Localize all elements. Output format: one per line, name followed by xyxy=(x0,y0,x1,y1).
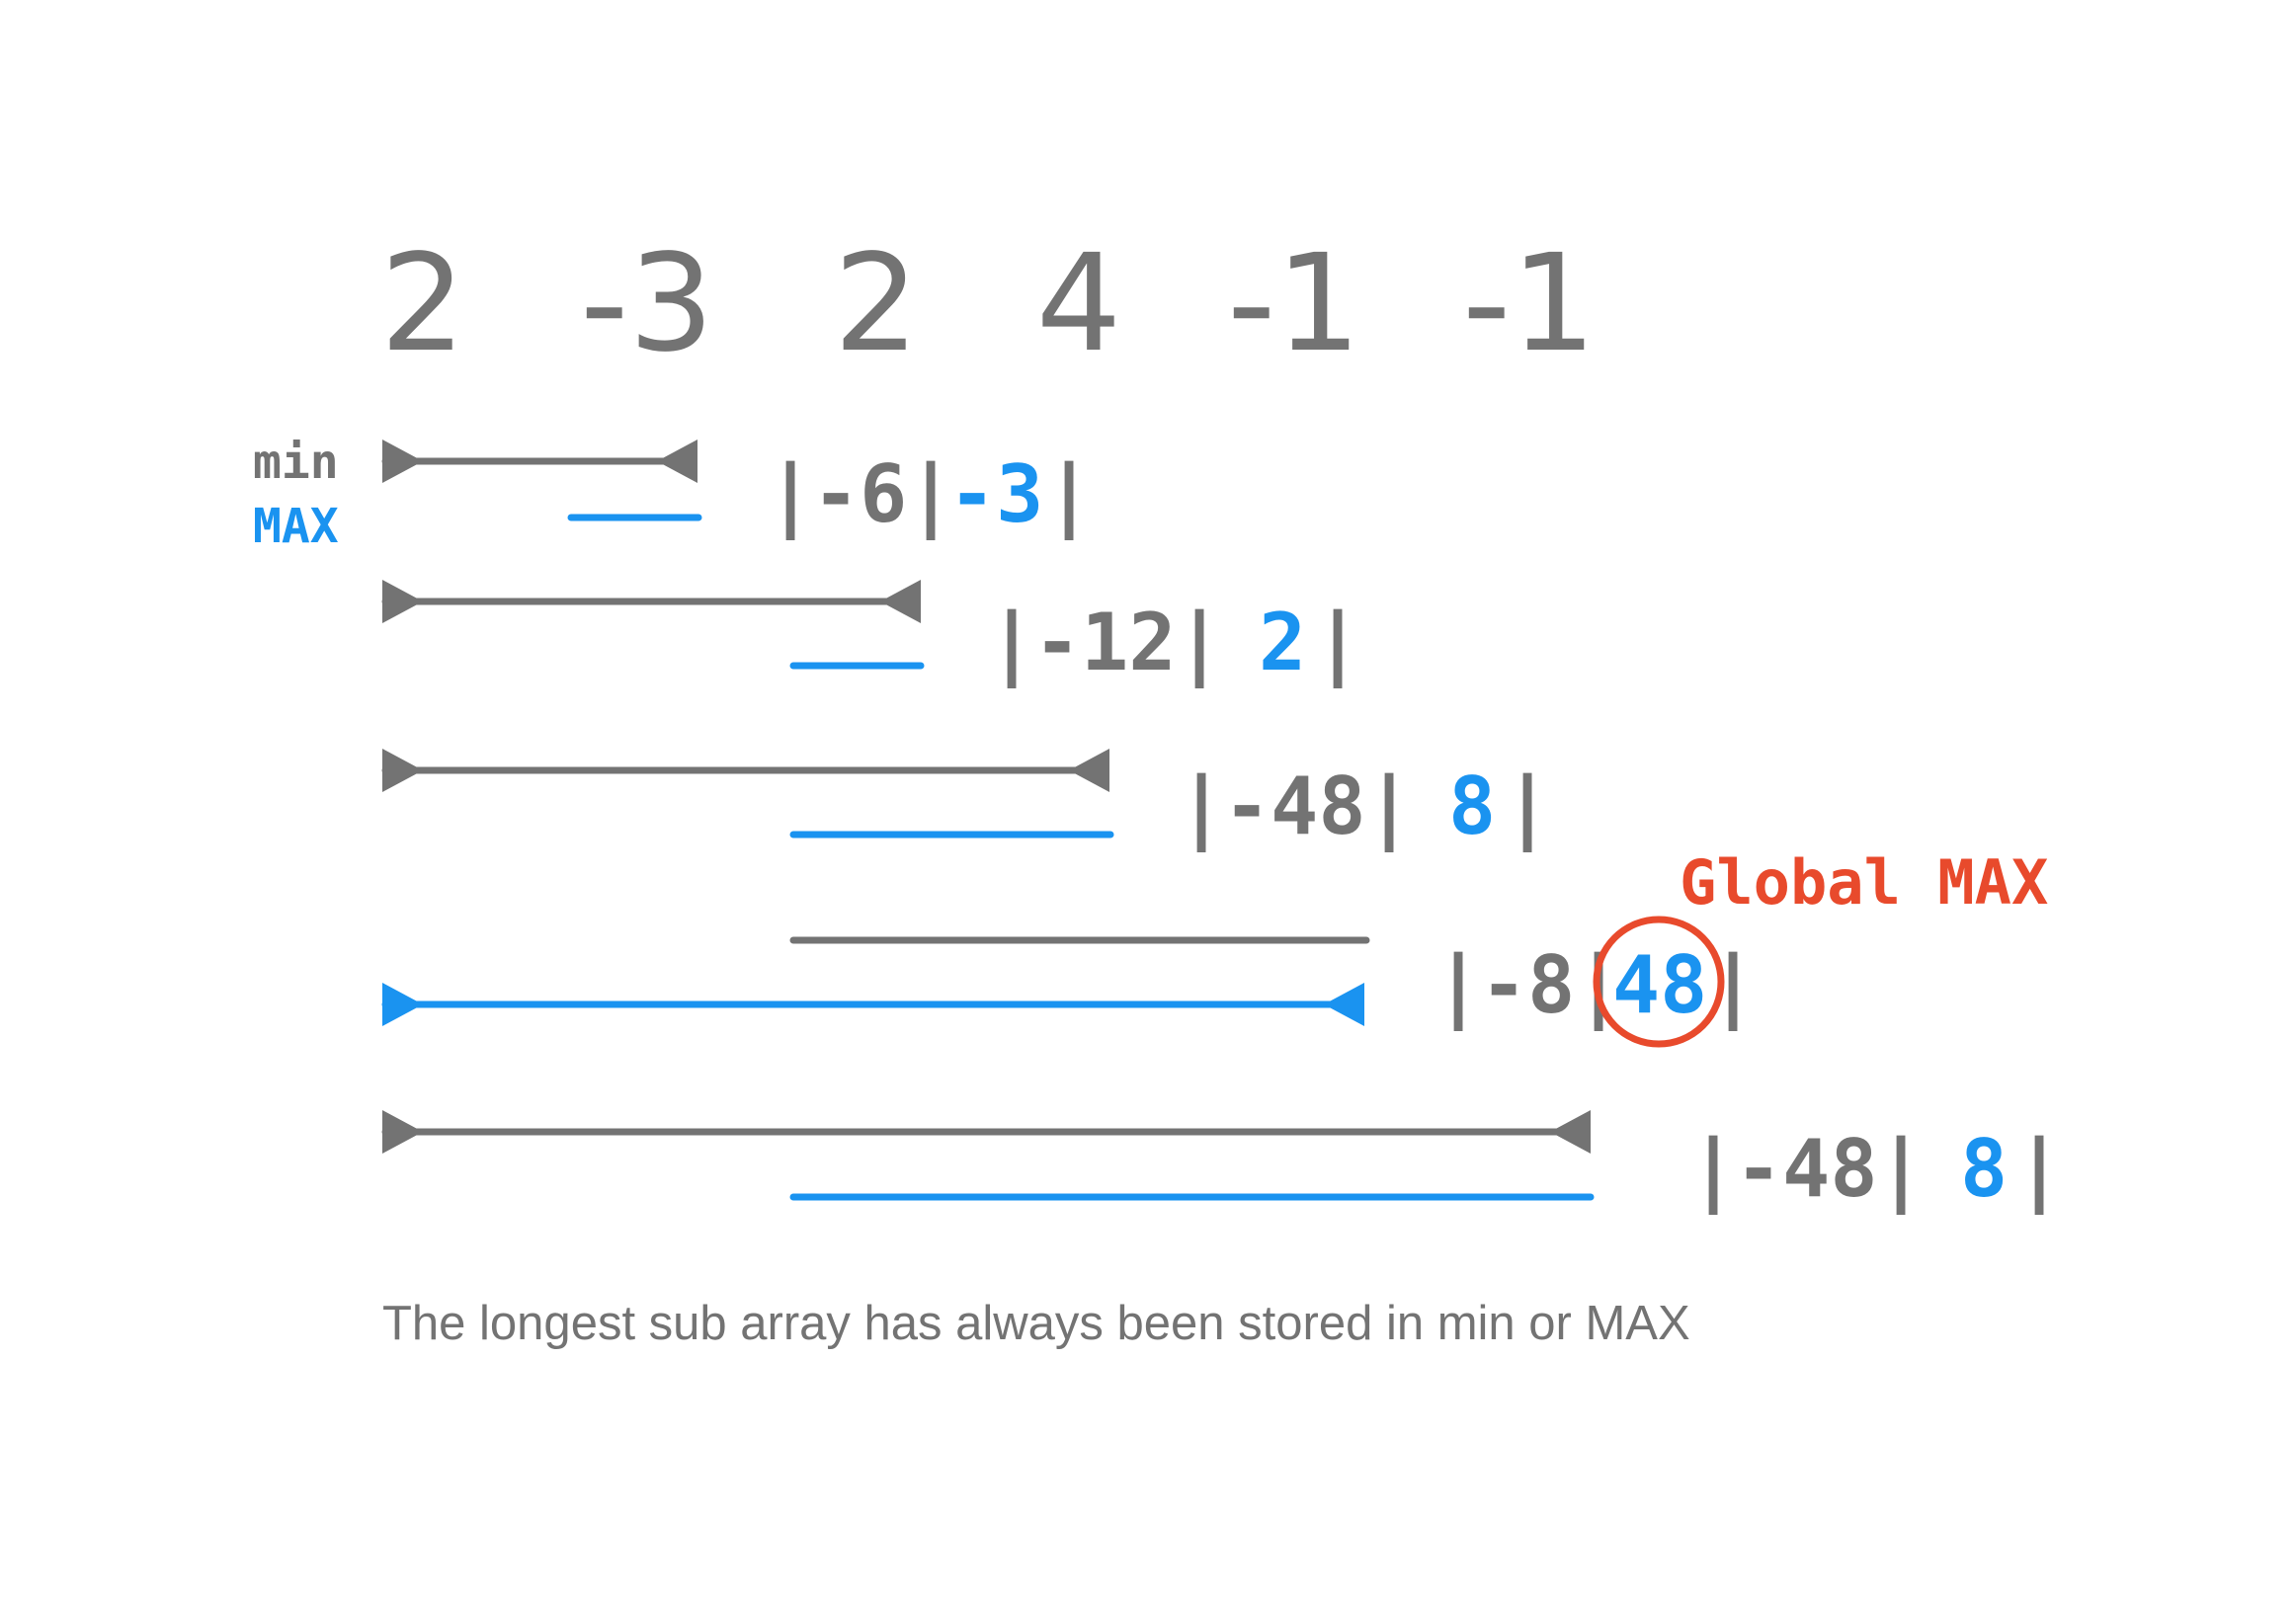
range-start-marker xyxy=(382,580,423,623)
global-max-label: Global MAX xyxy=(1680,846,2048,919)
min-bar-right: | xyxy=(1877,1123,1925,1216)
row-2-min-value: -12 xyxy=(1033,597,1177,688)
array-item-2: 2 xyxy=(834,226,920,382)
range-start-marker xyxy=(382,440,423,483)
row-2: | -12 | 2 | xyxy=(381,580,1361,689)
legend: min MAX xyxy=(253,435,339,554)
min-bar-right: | xyxy=(1176,597,1223,689)
global-max-highlight-circle xyxy=(1593,916,1725,1048)
min-bar-right: | xyxy=(907,448,954,541)
row-1-max-value: -3 xyxy=(948,448,1043,540)
min-bar-right: | xyxy=(1365,760,1413,853)
row-5-max-value: 8 xyxy=(1960,1123,2008,1215)
array-item-0: 2 xyxy=(380,226,466,382)
array-item-5: -1 xyxy=(1462,226,1597,382)
min-bar-left: | xyxy=(988,597,1035,689)
min-bar-left: | xyxy=(1689,1123,1737,1216)
range-start-marker xyxy=(382,983,423,1026)
array-item-3: 4 xyxy=(1036,226,1122,382)
row-3-max-value: 8 xyxy=(1448,760,1496,852)
row-4-max-value: 48 xyxy=(1612,939,1707,1031)
range-start-marker xyxy=(382,1110,423,1154)
max-bar-right: | xyxy=(2015,1123,2063,1216)
range-end-marker xyxy=(1550,1110,1591,1154)
input-array: 2 -3 2 4 -1 -1 xyxy=(380,226,1597,382)
caption: The longest sub array has always been st… xyxy=(382,1297,1690,1350)
range-end-marker xyxy=(1069,749,1109,792)
row-1: | -6 | -3 | xyxy=(381,440,1093,541)
row-3-min-value: -48 xyxy=(1223,760,1366,852)
min-bar-left: | xyxy=(1435,939,1482,1032)
range-end-marker xyxy=(1324,983,1364,1026)
row-5-min-value: -48 xyxy=(1735,1123,1878,1215)
min-bar-left: | xyxy=(767,448,814,541)
row-5: | -48 | 8 | xyxy=(381,1110,2063,1216)
max-bar-right: | xyxy=(1504,760,1551,853)
legend-max-label: MAX xyxy=(253,499,339,554)
row-2-max-value: 2 xyxy=(1259,597,1306,688)
range-start-marker xyxy=(382,749,423,792)
row-4-min-value: -8 xyxy=(1480,939,1575,1031)
row-1-min-value: -6 xyxy=(812,448,907,540)
array-item-1: -3 xyxy=(580,226,714,382)
row-3: | -48 | 8 | xyxy=(381,749,1551,853)
array-item-4: -1 xyxy=(1227,226,1361,382)
max-bar-right: | xyxy=(1045,448,1093,541)
min-bar-left: | xyxy=(1178,760,1225,853)
range-end-marker xyxy=(657,440,697,483)
row-4: | -8 | 48 | Global MAX xyxy=(381,846,2048,1048)
range-end-marker xyxy=(880,580,921,623)
legend-min-label: min xyxy=(253,435,339,490)
max-bar-right: | xyxy=(1314,597,1361,689)
